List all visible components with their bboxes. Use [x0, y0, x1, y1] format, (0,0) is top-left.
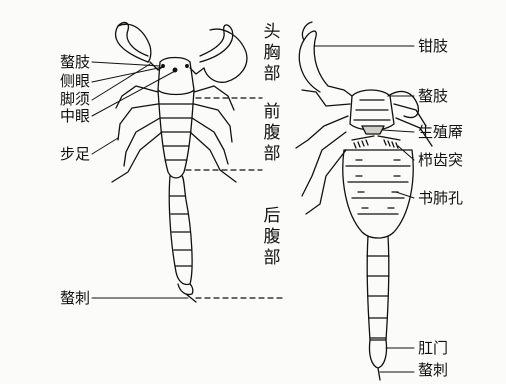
leader-left-walking-leg [92, 138, 118, 154]
right-pincer-arm [328, 86, 352, 96]
label-right-pectine: 栉齿突 [418, 152, 463, 169]
left-claw-fixed [116, 23, 148, 62]
right-telson [369, 340, 386, 368]
right-tail-outline [367, 236, 389, 340]
right-pectine-right [378, 136, 400, 148]
left-leg-3 [124, 118, 160, 166]
label-left-walking-leg: 步足 [40, 146, 90, 163]
label-right-anus: 肛门 [418, 340, 448, 357]
right-sternites [346, 166, 410, 214]
leader-left-lateral-eye [92, 67, 163, 82]
label-right-stinger: 螯刺 [418, 362, 448, 379]
label-left-stinger: 螯刺 [40, 290, 90, 307]
leader-left-pedipalp [92, 64, 150, 100]
left-carapace [158, 58, 194, 95]
label-right-genital-operculum: 生殖厣 [418, 124, 463, 141]
right-genital-operculum [362, 126, 384, 134]
right-tail-rings [367, 256, 389, 338]
label-left-pedipalp: 脚须 [40, 91, 90, 108]
right-v-leg-1 [302, 90, 350, 106]
right-scorpion [296, 22, 432, 380]
right-stinger [378, 368, 380, 380]
leader-right-pectine [398, 146, 414, 160]
section-preabdomen: 前腹部 [262, 102, 282, 165]
leader-lines [92, 46, 414, 372]
right-pectine-left [352, 136, 374, 148]
label-right-chelicera: 螯肢 [418, 88, 448, 105]
right-claw-hand [204, 29, 247, 82]
left-tail-outline [169, 176, 192, 285]
left-preabdomen [158, 90, 194, 178]
right-coxae [354, 100, 390, 120]
right-claw-fixed [200, 25, 233, 62]
right-leg-4 [190, 132, 236, 182]
left-telson [178, 284, 193, 295]
section-cephalothorax: 头胸部 [262, 22, 282, 85]
left-leg-4 [112, 132, 162, 182]
label-right-pincer: 钳肢 [418, 38, 448, 55]
right-pincer-finger-b [302, 22, 312, 40]
left-lateral-eye-b [186, 65, 189, 68]
section-postabdomen: 后腹部 [262, 206, 282, 269]
label-left-lateral-eye: 侧眼 [40, 73, 90, 90]
label-left-median-eye: 中眼 [40, 108, 90, 125]
right-book-lung-marks [356, 160, 400, 208]
leader-right-genital-operculum [382, 130, 414, 132]
leader-left-median-eye [92, 71, 175, 116]
right-v-leg-4 [306, 150, 346, 214]
right-leg-3 [192, 118, 228, 164]
right-v-leg-2 [296, 116, 348, 148]
label-left-chelicera: 螯肢 [40, 54, 90, 71]
label-right-book-lung-spiracle: 书肺孔 [418, 190, 463, 207]
